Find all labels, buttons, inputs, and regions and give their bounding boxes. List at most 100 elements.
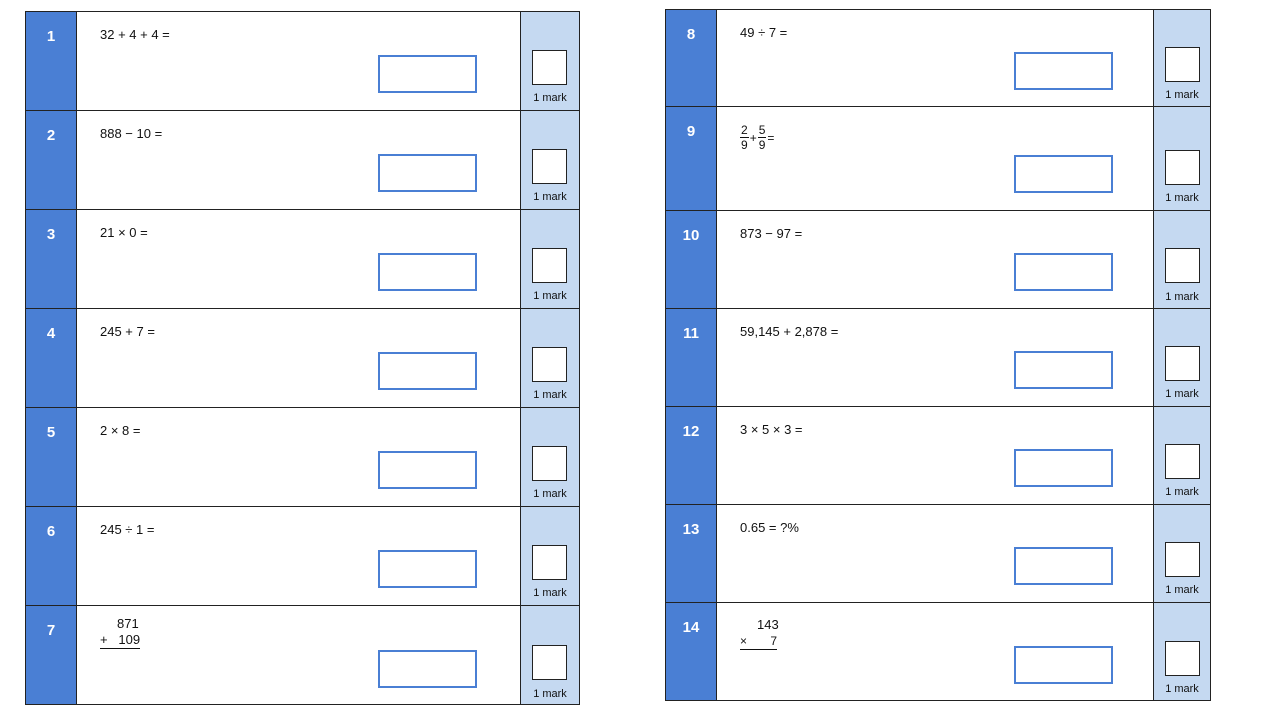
mark-box[interactable] (532, 50, 567, 85)
answer-box[interactable] (1014, 646, 1113, 684)
question-number: 12 (666, 407, 717, 504)
question-row-11: 11 59,145 + 2,878 = 1 mark (665, 308, 1211, 407)
question-row-4: 4 245 + 7 = 1 mark (25, 308, 580, 408)
answer-box[interactable] (378, 55, 477, 93)
question-text: 21 × 0 = (100, 225, 148, 240)
fraction-denominator: 9 (741, 138, 748, 152)
mark-column: 1 mark (520, 606, 579, 704)
mark-label: 1 mark (1165, 89, 1199, 101)
answer-box[interactable] (1014, 253, 1113, 291)
question-text: 2 × 8 = (100, 423, 141, 438)
mark-label: 1 mark (533, 587, 567, 599)
fraction-sum: 2 9 + 5 9 = (740, 123, 775, 152)
question-row-9: 9 2 9 + 5 9 = 1 mark (665, 106, 1211, 211)
mark-column: 1 mark (520, 12, 579, 110)
question-number: 7 (26, 606, 77, 704)
question-number: 3 (26, 210, 77, 308)
question-text: 32 + 4 + 4 = (100, 27, 170, 42)
question-number: 1 (26, 12, 77, 110)
answer-box[interactable] (378, 550, 477, 588)
addend-top: 871 (117, 616, 139, 631)
answer-box[interactable] (1014, 449, 1113, 487)
question-row-14: 14 143 × 7 1 mark (665, 602, 1211, 701)
answer-box[interactable] (1014, 547, 1113, 585)
question-row-1: 1 32 + 4 + 4 = 1 mark (25, 11, 580, 111)
mark-label: 1 mark (533, 488, 567, 500)
question-number: 4 (26, 309, 77, 407)
question-number: 2 (26, 111, 77, 209)
question-number: 9 (666, 107, 717, 210)
question-text: 888 − 10 = (100, 126, 163, 141)
multiplicand: 143 (757, 617, 779, 632)
mark-box[interactable] (532, 446, 567, 481)
answer-box[interactable] (378, 352, 477, 390)
mark-column: 1 mark (1153, 309, 1210, 406)
question-text: 873 − 97 = (740, 226, 803, 241)
question-row-2: 2 888 − 10 = 1 mark (25, 110, 580, 210)
question-row-12: 12 3 × 5 × 3 = 1 mark (665, 406, 1211, 505)
fraction-1: 2 9 (740, 123, 749, 152)
right-question-column: 8 49 ÷ 7 = 1 mark 9 2 9 + 5 9 = 1 mark 1… (665, 9, 1211, 701)
mark-box[interactable] (1165, 641, 1200, 676)
answer-box[interactable] (378, 650, 477, 688)
question-row-3: 3 21 × 0 = 1 mark (25, 209, 580, 309)
question-text: 59,145 + 2,878 = (740, 324, 839, 339)
mark-column: 1 mark (520, 507, 579, 605)
mark-label: 1 mark (1165, 291, 1199, 303)
mark-box[interactable] (1165, 444, 1200, 479)
mark-column: 1 mark (1153, 107, 1210, 210)
mark-column: 1 mark (1153, 10, 1210, 106)
mark-label: 1 mark (533, 688, 567, 700)
mark-label: 1 mark (533, 290, 567, 302)
mark-label: 1 mark (533, 389, 567, 401)
question-number: 13 (666, 505, 717, 602)
question-number: 10 (666, 211, 717, 308)
mark-label: 1 mark (1165, 192, 1199, 204)
mark-column: 1 mark (1153, 211, 1210, 308)
question-number: 8 (666, 10, 717, 106)
answer-box[interactable] (378, 451, 477, 489)
mark-box[interactable] (532, 545, 567, 580)
mark-label: 1 mark (1165, 388, 1199, 400)
question-row-6: 6 245 ÷ 1 = 1 mark (25, 506, 580, 606)
mark-column: 1 mark (520, 111, 579, 209)
mark-column: 1 mark (520, 408, 579, 506)
mark-label: 1 mark (533, 191, 567, 203)
addend-bottom: + 109 (100, 632, 141, 649)
answer-box[interactable] (378, 154, 477, 192)
multiplier: × 7 (740, 634, 778, 650)
mark-box[interactable] (532, 248, 567, 283)
question-text: 0.65 = ?% (740, 520, 799, 535)
question-row-5: 5 2 × 8 = 1 mark (25, 407, 580, 507)
answer-box[interactable] (378, 253, 477, 291)
question-row-13: 13 0.65 = ?% 1 mark (665, 504, 1211, 603)
question-row-7: 7 871 + 109 1 mark (25, 605, 580, 705)
question-text: 245 + 7 = (100, 324, 155, 339)
mark-box[interactable] (532, 645, 567, 680)
question-number: 6 (26, 507, 77, 605)
answer-box[interactable] (1014, 52, 1113, 90)
fraction-2: 5 9 (757, 123, 767, 152)
mark-box[interactable] (532, 149, 567, 184)
mark-column: 1 mark (1153, 505, 1210, 602)
mark-box[interactable] (532, 347, 567, 382)
mark-label: 1 mark (1165, 584, 1199, 596)
column-addition: 871 + 109 (100, 616, 141, 649)
mark-box[interactable] (1165, 248, 1200, 283)
mark-box[interactable] (1165, 346, 1200, 381)
question-row-8: 8 49 ÷ 7 = 1 mark (665, 9, 1211, 107)
mark-box[interactable] (1165, 47, 1200, 82)
mark-box[interactable] (1165, 542, 1200, 577)
mark-box[interactable] (1165, 150, 1200, 185)
mark-column: 1 mark (520, 210, 579, 308)
answer-box[interactable] (1014, 155, 1113, 193)
mark-label: 1 mark (1165, 683, 1199, 695)
fraction-numerator: 2 (740, 123, 749, 138)
column-multiplication: 143 × 7 (740, 617, 779, 650)
mark-column: 1 mark (1153, 603, 1210, 700)
question-number: 14 (666, 603, 717, 700)
question-number: 11 (666, 309, 717, 406)
answer-box[interactable] (1014, 351, 1113, 389)
question-text: 49 ÷ 7 = (740, 25, 788, 40)
mark-label: 1 mark (533, 92, 567, 104)
